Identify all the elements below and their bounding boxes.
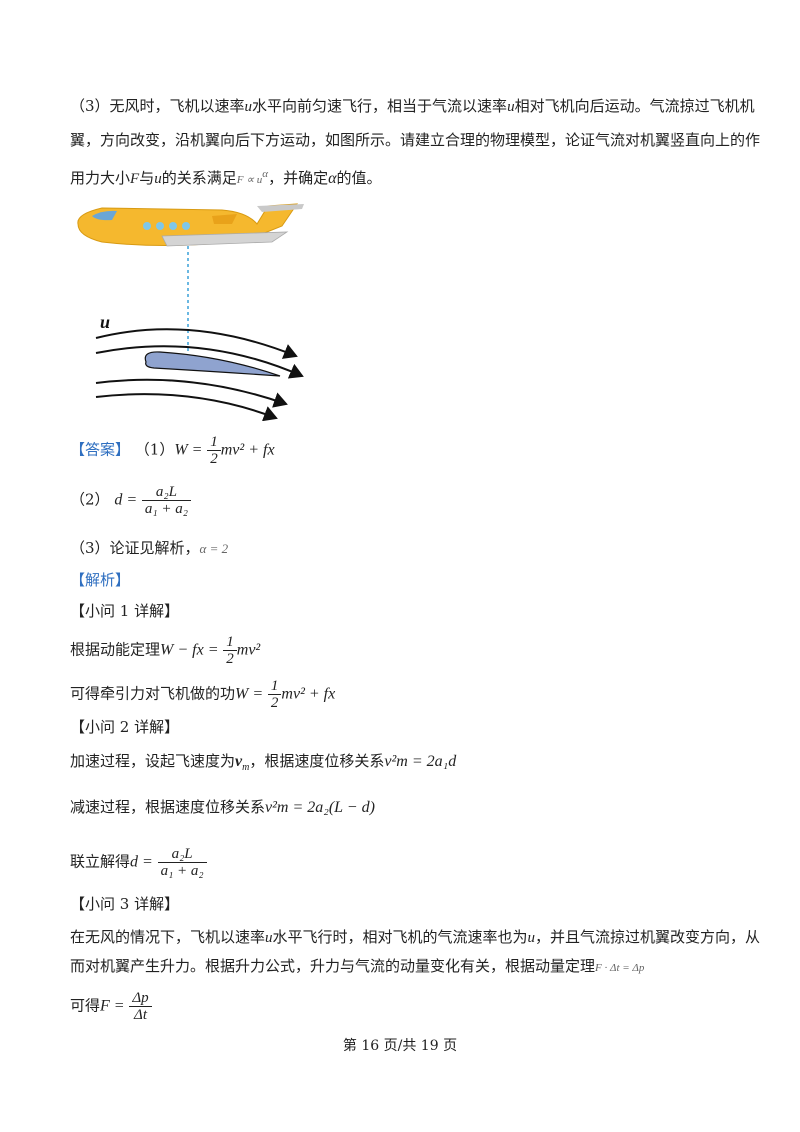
math: F · Δt = Δp: [595, 962, 645, 974]
text: （2）: [70, 490, 110, 509]
text: ，根据速度位移关系: [249, 752, 385, 770]
analysis-tag: 【解析】: [70, 571, 131, 589]
math-v: v: [235, 753, 243, 770]
text: （3）论证见解析，: [70, 539, 200, 557]
relation-math: F ∝ u: [236, 174, 263, 186]
text: 相对飞机向后运动。气流掠过飞机机: [514, 97, 755, 115]
var-F: F: [130, 171, 140, 187]
airflow-line: [95, 328, 298, 359]
problem-line-2: 翼，方向改变，沿机翼向后下方运动，如图所示。请建立合理的物理模型，论证气流对机翼…: [70, 130, 760, 150]
math: d =: [130, 853, 153, 871]
text: 可得牵引力对飞机做的功: [70, 684, 236, 703]
text: 减速过程，根据速度位移关系: [70, 798, 266, 816]
text: 在无风的情况下，飞机以速率: [70, 928, 266, 946]
text: （1）: [134, 440, 175, 459]
airflow-line: [95, 378, 288, 408]
fraction-num: a₂L: [157, 846, 207, 863]
text: 而对机翼产生升力。根据升力公式，升力与气流的动量变化有关，根据动量定理: [70, 957, 596, 975]
math: W =: [235, 685, 264, 703]
airplane-airflow-figure: u: [77, 203, 304, 421]
math: mv² + fx: [281, 685, 336, 703]
math: F =: [100, 997, 125, 1015]
fraction-num: 1: [267, 678, 282, 695]
text: ，并确定: [268, 169, 329, 187]
fraction-num: Δp: [129, 990, 152, 1007]
airflow-line: [95, 393, 278, 421]
airplane-icon: [77, 203, 304, 247]
math: v²m = 2a₂(L − d): [265, 799, 375, 816]
u-label: u: [100, 312, 110, 332]
q2-line-2: 减速过程，根据速度位移关系v²m = 2a₂(L − d): [70, 797, 375, 818]
q3-heading: 【小问 3 详解】: [70, 895, 180, 913]
answer-tag: 【答案】: [70, 440, 131, 459]
problem-line-1: （3）无风时，飞机以速率u水平向前匀速飞行，相当于气流以速率u相对飞机向后运动。…: [70, 96, 755, 117]
text: 联立解得: [70, 852, 131, 871]
fraction-den: Δt: [134, 1007, 148, 1023]
var-u: u: [154, 171, 162, 187]
text: 与: [139, 169, 155, 187]
fraction-den: 2: [210, 451, 218, 467]
relation-exponent: α: [262, 168, 269, 180]
q3-line-1: 在无风的情况下，飞机以速率u水平飞行时，相对飞机的气流速率也为u，并且气流掠过机…: [70, 927, 760, 948]
fraction-den: a₁ + a₂: [160, 863, 204, 879]
fraction-num: 1: [223, 634, 237, 651]
q3-line-2: 而对机翼产生升力。根据升力公式，升力与气流的动量变化有关，根据动量定理F · Δ…: [70, 956, 644, 978]
text: 的值。: [336, 169, 382, 187]
text: 翼，方向改变，沿机翼向后下方运动，如图所示。请建立合理的物理模型，论证气流对机翼…: [70, 131, 761, 149]
problem-line-3: 用力大小F与u的关系满足F ∝ uα，并确定α的值。: [70, 164, 382, 190]
text: 根据动能定理: [70, 640, 161, 659]
var-u: u: [244, 99, 253, 115]
fraction-num: a₂L: [141, 484, 191, 501]
fraction-den: 2: [226, 651, 234, 667]
text: 水平向前匀速飞行，相当于气流以速率: [252, 97, 508, 115]
math: v²m = 2a₁d: [384, 753, 457, 770]
airfoil-wing: [144, 351, 281, 377]
var-u: u: [527, 930, 536, 946]
math: W =: [174, 441, 203, 459]
math-sub: m: [242, 762, 250, 773]
page-footer: 第 16 页/共 19 页: [342, 1038, 458, 1054]
q2-heading: 【小问 2 详解】: [70, 718, 180, 736]
text: ，并且气流掠过机翼改变方向，从: [535, 928, 761, 946]
fraction-den: a₁ + a₂: [144, 501, 188, 517]
text: （3）无风时，飞机以速率: [70, 97, 245, 115]
math: α = 2: [199, 541, 229, 556]
math: d =: [114, 491, 138, 509]
fraction-num: 1: [207, 434, 221, 451]
fraction-den: 2: [270, 695, 279, 711]
q2-line-1: 加速过程，设起飞速度为vm，根据速度位移关系v²m = 2a₁d: [70, 751, 456, 778]
answer-line-3: （3）论证见解析，α = 2: [70, 538, 228, 559]
text: 可得: [70, 996, 101, 1015]
var-u: u: [265, 930, 273, 946]
math: mv²: [236, 641, 261, 659]
text: 水平飞行时，相对飞机的气流速率也为: [272, 928, 528, 946]
text: 用力大小: [70, 169, 131, 187]
math: W − fx =: [160, 641, 219, 659]
var-u: u: [507, 99, 515, 115]
text: 的关系满足: [161, 169, 237, 187]
text: 加速过程，设起飞速度为: [70, 752, 236, 770]
alpha-symbol: α: [328, 170, 337, 187]
math: mv² + fx: [220, 441, 275, 459]
airflow-line: [95, 345, 304, 379]
q1-heading: 【小问 1 详解】: [70, 602, 180, 620]
